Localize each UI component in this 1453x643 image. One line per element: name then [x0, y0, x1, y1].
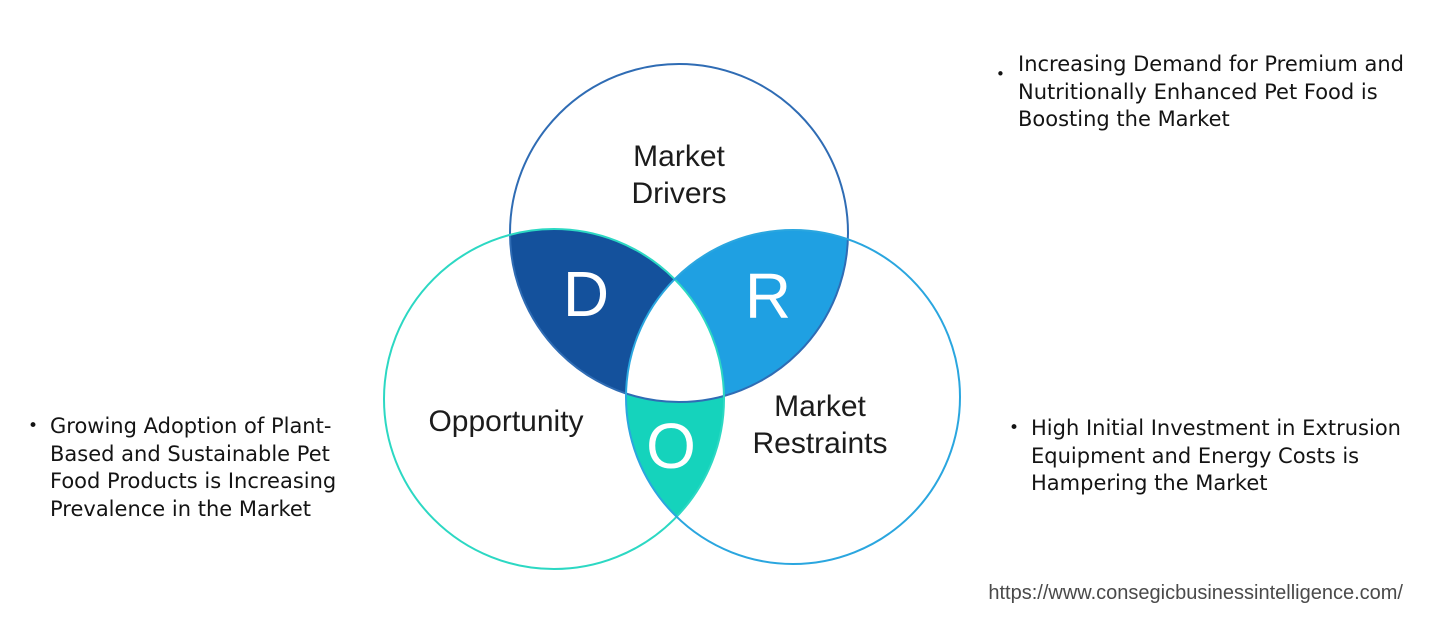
- bullet-icon: •: [1009, 418, 1020, 438]
- drivers-circle-outline: [509, 63, 849, 403]
- restraints-circle-outline: [625, 229, 961, 565]
- restraint-note-text: High Initial Investment in Extrusion Equ…: [1031, 415, 1419, 498]
- restraint-note-line: Hampering the Market: [1031, 471, 1268, 495]
- driver-note-line: Nutritionally Enhanced Pet Food is: [1018, 79, 1378, 104]
- restraints-circle-label: Market Restraints: [752, 388, 887, 462]
- drivers-label-line2: Drivers: [631, 177, 727, 210]
- driver-note-text: Increasing Demand for Premium and Nutrit…: [1018, 51, 1426, 134]
- restraint-note-line: High Initial Investment in Extrusion: [1031, 416, 1401, 440]
- driver-note-line: Boosting the Market: [1018, 107, 1230, 131]
- driver-note-line: Increasing Demand for Premium and: [1018, 52, 1405, 76]
- opportunity-note-line: Food Products is Increasing: [50, 469, 337, 493]
- opportunity-note-line: Prevalence in the Market: [50, 496, 312, 521]
- opportunity-note: • Growing Adoption of Plant- Based and S…: [28, 413, 368, 523]
- opportunity-note-line: Growing Adoption of Plant-: [50, 414, 332, 438]
- restraints-label-line2: Restraints: [752, 427, 888, 460]
- restraints-label-line1: Market: [774, 390, 866, 423]
- bullet-icon: •: [996, 65, 1005, 83]
- drivers-circle-label: Market Drivers: [632, 138, 727, 212]
- drivers-letter: D: [562, 258, 610, 330]
- opportunity-circle-label: Opportunity: [428, 405, 584, 438]
- source-url[interactable]: https://www.consegicbusinessintelligence…: [988, 582, 1403, 604]
- restraint-note: • High Initial Investment in Extrusion E…: [1009, 415, 1419, 498]
- opportunity-letter: O: [646, 410, 696, 482]
- opportunity-circle-outline: [383, 228, 725, 570]
- opportunity-note-text: Growing Adoption of Plant- Based and Sus…: [50, 413, 368, 523]
- drivers-label-line1: Market: [633, 140, 725, 173]
- restraint-note-line: Equipment and Energy Costs is: [1031, 443, 1360, 468]
- restraints-letter: R: [744, 260, 792, 332]
- bullet-icon: •: [28, 416, 39, 436]
- driver-note: • Increasing Demand for Premium and Nutr…: [996, 51, 1426, 134]
- opportunity-note-line: Based and Sustainable Pet: [50, 441, 330, 466]
